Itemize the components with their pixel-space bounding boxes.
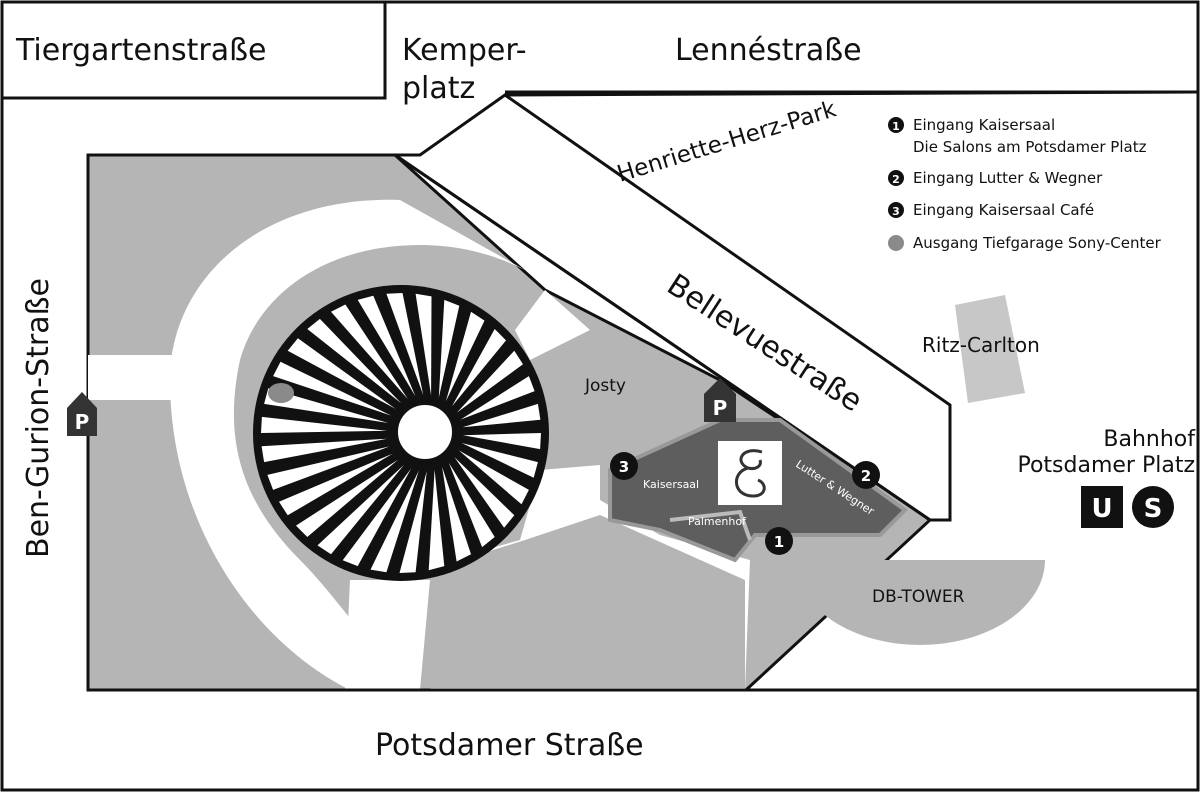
svg-text:Eingang Kaisersaal Café: Eingang Kaisersaal Café [913, 201, 1094, 219]
roof-ray [279, 453, 393, 516]
roof-ray [264, 388, 389, 423]
roof-ray [448, 462, 495, 548]
roof-ray [317, 464, 405, 555]
label-kaisersaal: Kaisersaal [643, 478, 699, 491]
roof-ray [460, 376, 535, 420]
entrance-marker-1: 1 [765, 527, 793, 555]
roof-ray [386, 293, 424, 395]
roof-ray [370, 470, 419, 573]
roof-ray [457, 350, 523, 413]
label-potsdamer-strasse: Potsdamer Straße [375, 728, 644, 763]
ritz-carlton-block [955, 295, 1025, 403]
label-ritz-carlton: Ritz-Carlton [922, 333, 1040, 357]
roof-ray [399, 471, 427, 573]
roof-ray [267, 446, 390, 490]
roof-ray [261, 438, 388, 463]
roof-ray [342, 468, 412, 567]
kemperplatz-edge [2, 2, 387, 100]
label-kemperplatz-2: platz [402, 71, 475, 106]
db-tower-block [795, 560, 1045, 645]
svg-text:3: 3 [619, 458, 629, 476]
roof-ray [438, 299, 460, 398]
label-tiergartenstrasse: Tiergartenstraße [15, 33, 266, 68]
legend-item-3: 3 Eingang Kaisersaal Café [888, 201, 1094, 219]
roof-ray [462, 433, 541, 450]
block-southwest [430, 515, 745, 688]
legend-item-2: 2 Eingang Lutter & Wegner [888, 169, 1103, 187]
roof-ray [428, 469, 445, 571]
bellevue-inner-edge [394, 153, 931, 522]
entrance-marker-2: 2 [852, 461, 880, 489]
svg-text:3: 3 [892, 205, 900, 218]
palmenhof-divider [669, 509, 752, 541]
roof-ray [462, 403, 541, 428]
roof-ray [287, 338, 396, 409]
roof-ray [273, 361, 392, 416]
west-access-road [88, 355, 185, 400]
svg-text:Ausgang Tiefgarage Sony-Center: Ausgang Tiefgarage Sony-Center [913, 234, 1162, 252]
legend-item-exit: Ausgang Tiefgarage Sony-Center [888, 234, 1162, 252]
roof-ray [454, 457, 515, 528]
roof-ray [445, 311, 485, 402]
sbahn-icon: S [1132, 486, 1174, 528]
ubahn-icon: U [1081, 486, 1123, 528]
entrance-marker-3: 3 [610, 452, 638, 480]
svg-text:Eingang Lutter & Wegner: Eingang Lutter & Wegner [913, 169, 1103, 187]
logo-ornament [735, 449, 766, 498]
park-outline [504, 90, 1199, 97]
tiefgarage-exit-dot [268, 383, 294, 403]
svg-text:P: P [713, 396, 728, 420]
ring-road [170, 199, 525, 690]
roof-ray [331, 304, 408, 400]
parking-sign-west: P [67, 392, 97, 436]
roof-ray [442, 466, 471, 562]
legend-item-1-sub: Die Salons am Potsdamer Platz [913, 138, 1147, 156]
svg-text:Eingang Kaisersaal: Eingang Kaisersaal [913, 116, 1055, 134]
legend: 1 Eingang Kaisersaal Die Salons am Potsd… [888, 116, 1162, 252]
svg-text:2: 2 [861, 467, 871, 485]
roof-ray [261, 416, 388, 433]
label-ben-gurion-strasse: Ben-Gurion-Straße [21, 278, 56, 558]
label-josty: Josty [584, 376, 626, 396]
josty-gap [515, 290, 590, 360]
svg-text:2: 2 [892, 173, 900, 186]
legend-item-1: 1 Eingang Kaisersaal [888, 116, 1055, 134]
south-access-road [345, 580, 430, 690]
label-db-tower: DB-TOWER [872, 587, 965, 607]
svg-text:S: S [1144, 494, 1163, 524]
roof-ray [461, 443, 538, 478]
roof-ray [357, 295, 416, 397]
sony-center-roof [253, 285, 549, 581]
roof-ray [296, 459, 398, 537]
roof-ray [452, 329, 506, 407]
roof-ray [307, 318, 402, 404]
label-palmenhof: Palmenhof [688, 515, 747, 528]
svg-text:P: P [75, 410, 90, 434]
label-kemperplatz-1: Kemper- [402, 33, 527, 68]
svg-text:1: 1 [774, 533, 784, 551]
label-lennestrasse: Lennéstraße [675, 33, 862, 68]
station-name-line2: Potsdamer Platz [1017, 453, 1195, 478]
svg-text:U: U [1091, 494, 1112, 524]
roof-ray [458, 450, 529, 505]
station-name-line1: Bahnhof [1103, 427, 1196, 452]
parking-sign-east: P [704, 378, 736, 422]
roof-ray [415, 293, 432, 396]
svg-text:1: 1 [892, 120, 900, 133]
